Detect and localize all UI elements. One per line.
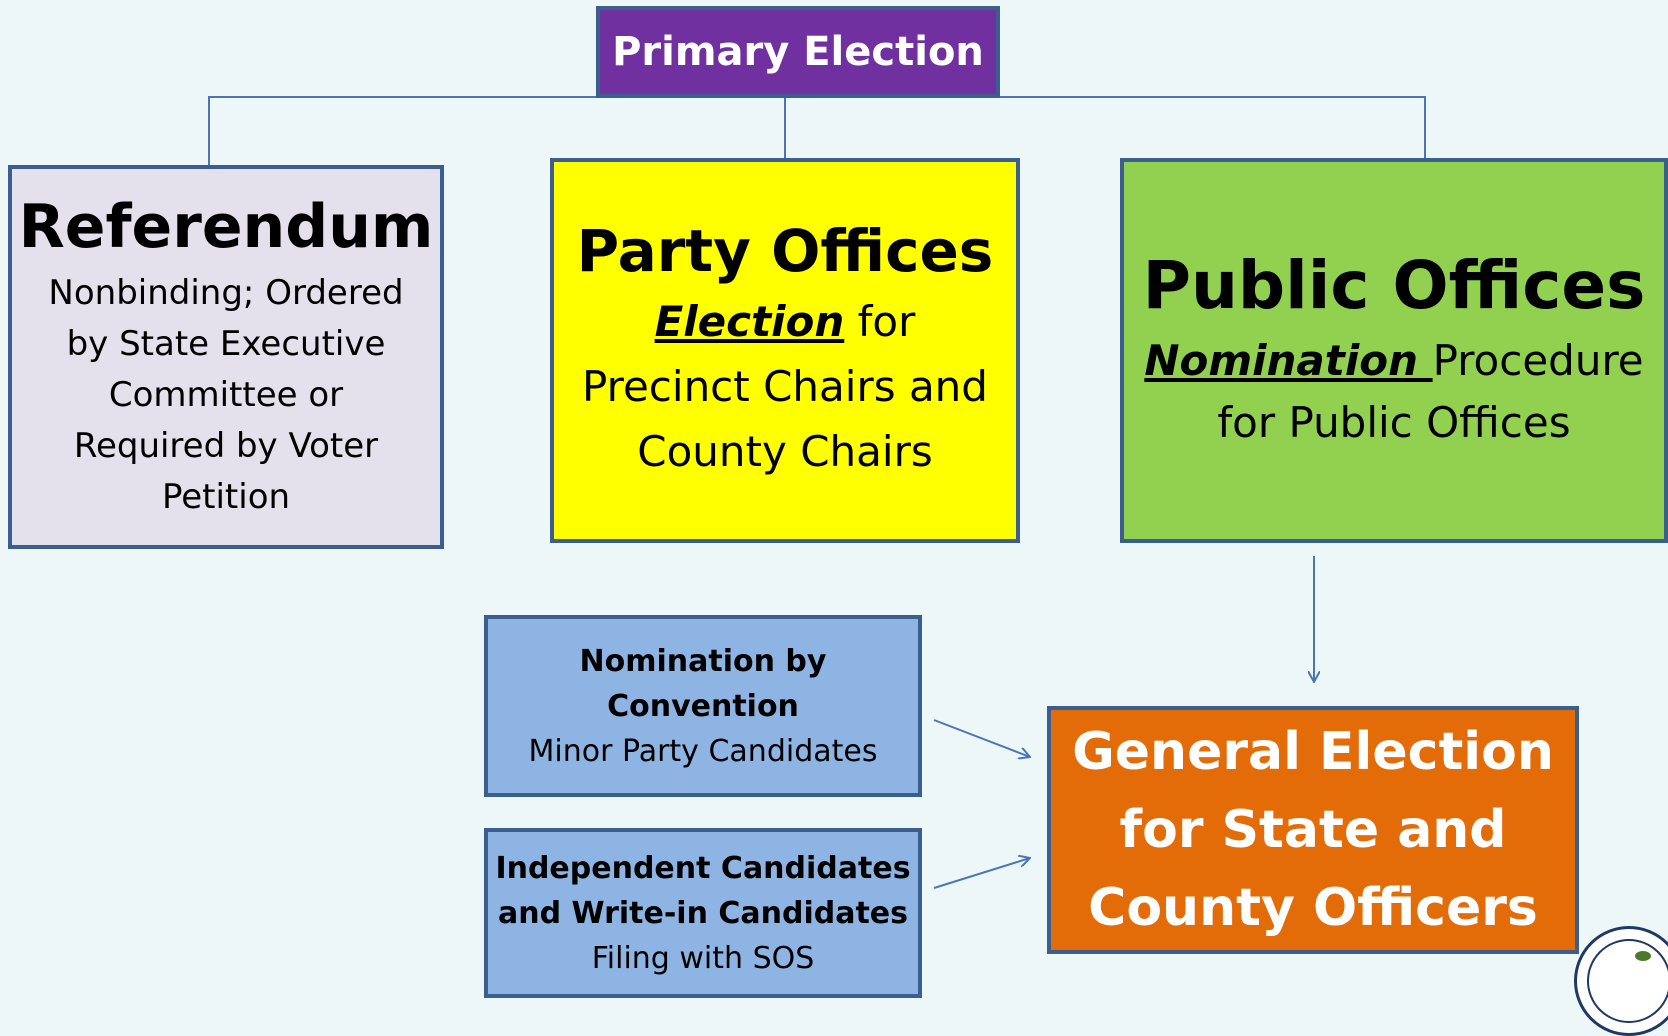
referendum-box: Referendum Nonbinding; Ordered by State …	[8, 165, 444, 549]
referendum-description: Nonbinding; Ordered by State Executive C…	[48, 272, 404, 517]
party-offices-description: Election for Precinct Chairs and County …	[570, 289, 1000, 484]
general-election-title: General Election for State and County Of…	[1072, 722, 1554, 938]
seal-inner-ring	[1587, 939, 1668, 1023]
general-election-box: General Election for State and County Of…	[1047, 706, 1579, 954]
public-offices-title: Public Offices	[1142, 247, 1646, 324]
party-offices-desc: Precinct Chairs and County Chairs	[582, 362, 988, 476]
convention-description: Minor Party Candidates	[528, 733, 878, 769]
party-offices-emphasis: Election	[654, 297, 845, 346]
public-offices-procedure: Procedure	[1432, 336, 1644, 385]
party-offices-for: for	[844, 297, 916, 346]
independent-description: Filing with SOS	[591, 940, 815, 976]
seal-leaf-icon	[1635, 951, 1651, 961]
primary-election-box: Primary Election	[596, 6, 1000, 98]
arrow-independent-to-general	[933, 858, 1030, 889]
convention-box: Nomination by Convention Minor Party Can…	[484, 615, 922, 797]
independent-box: Independent Candidates and Write-in Cand…	[484, 828, 922, 998]
arrow-convention-to-general	[933, 719, 1030, 757]
convention-title: Nomination by Convention	[579, 643, 827, 724]
party-offices-box: Party Offices Election for Precinct Chai…	[550, 158, 1020, 543]
public-offices-desc: for Public Offices	[1217, 398, 1571, 447]
public-offices-description: Nomination Procedure for Public Offices	[1134, 330, 1654, 454]
public-offices-emphasis: Nomination	[1144, 336, 1433, 385]
party-offices-title: Party Offices	[576, 217, 994, 285]
referendum-title: Referendum	[18, 191, 434, 262]
independent-title: Independent Candidates and Write-in Cand…	[495, 850, 911, 931]
public-offices-box: Public Offices Nomination Procedure for …	[1120, 158, 1668, 543]
state-seal-icon	[1574, 926, 1668, 1036]
primary-election-title: Primary Election	[612, 29, 984, 75]
